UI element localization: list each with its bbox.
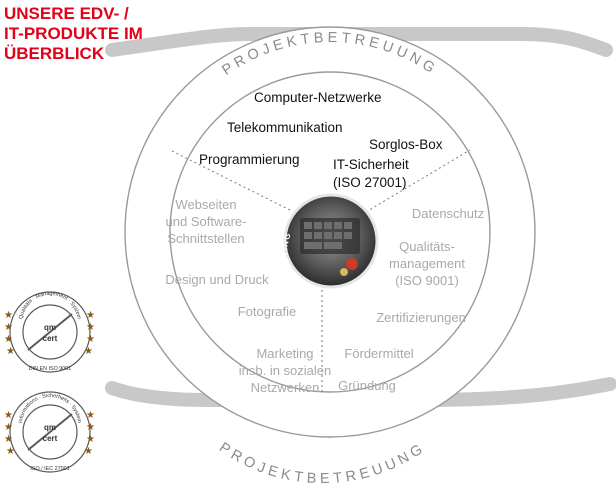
svg-text:★: ★ [86,334,95,345]
page-title: UNSERE EDV- / IT-PRODUKTE IM ÜBERBLICK [4,4,143,64]
seal-27001-stars: ★★★★ ★★★★ [4,410,95,457]
hub-label-top: EDV / TK [308,171,354,185]
svg-text:★: ★ [4,410,13,421]
svg-text:★: ★ [86,410,95,421]
svg-text:★: ★ [4,334,13,345]
ring-label-bottom: PROJEKTBETREUUNG [216,440,429,488]
item-iso-27001: (ISO 27001) [333,175,407,190]
svg-text:★: ★ [86,310,95,321]
seal-iso-9001: Qualitäts · Management · System qm cert … [4,291,95,373]
item-zertifizierungen: Zertifizierungen [376,310,466,325]
divider-right [365,149,471,213]
item-sorglos-box: Sorglos-Box [369,137,443,152]
divider-left [169,149,291,211]
svg-text:★: ★ [4,322,13,333]
svg-text:★: ★ [6,346,15,357]
svg-text:★: ★ [86,322,95,333]
item-webseiten: Webseiten und Software- Schnittstellen [165,197,247,246]
item-it-sicherheit: IT-Sicherheit [333,157,409,172]
svg-text:★: ★ [4,434,13,445]
svg-text:★: ★ [86,422,95,433]
item-programmierung: Programmierung [199,152,300,167]
item-fotografie: Fotografie [237,304,297,319]
item-computer-netzwerke: Computer-Netzwerke [254,90,382,105]
item-design-und-druck: Design und Druck [165,272,269,287]
item-marketing-social: Marketing insb. in sozialen Netzwerken [238,346,332,395]
seal-9001-stars: ★★★★ ★★★★ [4,310,95,357]
svg-text:★: ★ [4,310,13,321]
seal-27001-mark-cert: cert [43,434,58,443]
title-line-2: IT-PRODUKTE IM [4,24,143,43]
seal-9001-mark-qm: qm [44,323,56,332]
item-datenschutz: Datenschutz [411,206,485,221]
svg-text:★: ★ [6,446,15,457]
outer-band-top [105,27,613,57]
title-line-3: ÜBERBLICK [4,44,105,63]
item-qualitaetsmanagement: Qualitäts- management (ISO 9001) [389,239,465,288]
seal-27001-mark-qm: qm [44,423,56,432]
seal-9001-bottom-text: DIN EN ISO 9001 [29,366,72,372]
svg-text:★: ★ [4,422,13,433]
svg-text:★: ★ [84,446,93,457]
seal-27001-bottom-text: ISO / IEC 27001 [30,466,69,472]
seal-iso-27001: Informations · Sicherheits · System qm c… [4,391,95,473]
svg-text:★: ★ [84,346,93,357]
item-telekommunikation: Telekommunikation [227,120,343,135]
item-gruendung: Gründung [338,378,396,393]
svg-text:★: ★ [86,434,95,445]
item-foerdermittel: Fördermittel [344,346,414,361]
seal-9001-mark-cert: cert [43,334,58,343]
title-line-1: UNSERE EDV- / [4,4,129,23]
